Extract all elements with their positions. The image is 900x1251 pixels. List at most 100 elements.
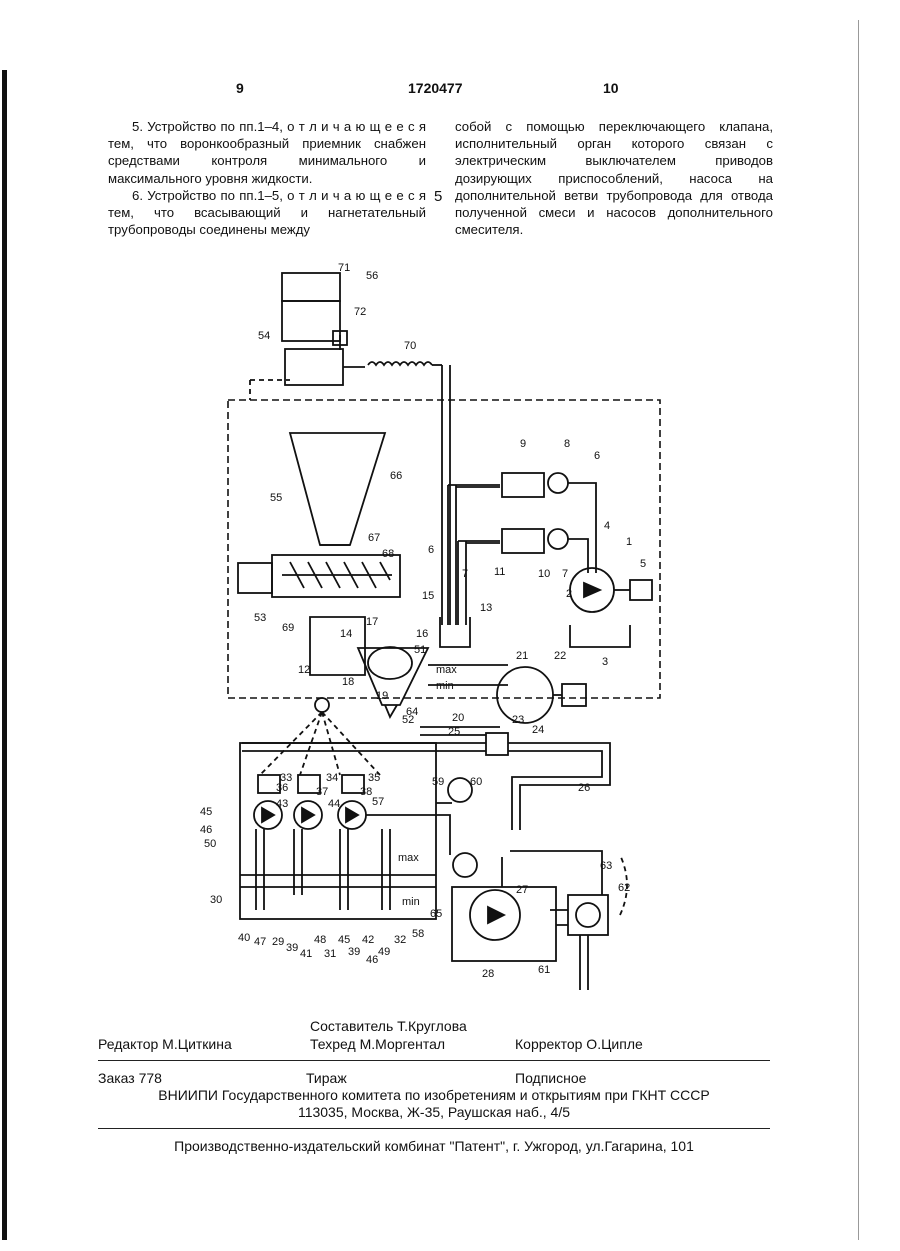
diagram-label: 25 bbox=[448, 726, 460, 738]
subscription: Подписное bbox=[515, 1070, 586, 1086]
diagram-label: 34 bbox=[326, 772, 338, 784]
diagram-label: 46 bbox=[366, 954, 378, 966]
diagram-label: 35 bbox=[368, 772, 380, 784]
mixer-level-min: min bbox=[402, 896, 420, 908]
diagram-label: 56 bbox=[366, 270, 378, 282]
diagram-label: 58 bbox=[412, 928, 424, 940]
diagram-label: 1 bbox=[626, 536, 632, 548]
diagram-label: 11 bbox=[494, 566, 505, 578]
techred-credit: Техред М.Моргентал bbox=[310, 1036, 445, 1052]
patent-schematic-drawing: 71 56 72 54 70 66 55 67 68 53 69 9 8 6 1… bbox=[190, 255, 670, 995]
diagram-label: 30 bbox=[210, 894, 222, 906]
diagram-label: 57 bbox=[372, 796, 384, 808]
diagram-label: 13 bbox=[480, 602, 492, 614]
editor-credit: Редактор М.Циткина bbox=[98, 1036, 232, 1052]
diagram-label: 38 bbox=[360, 786, 372, 798]
diagram-label: 16 bbox=[416, 628, 428, 640]
diagram-label: 29 bbox=[272, 936, 284, 948]
diagram-label: 12 bbox=[298, 664, 310, 676]
diagram-label: 46 bbox=[200, 824, 212, 836]
circulation: Тираж bbox=[306, 1070, 347, 1086]
claim-6: 6. Устройство по пп.1–5, о т л и ч а ю щ… bbox=[108, 187, 426, 239]
diagram-label: 50 bbox=[204, 838, 216, 850]
scan-edge-left bbox=[2, 70, 7, 1240]
diagram-label: 24 bbox=[532, 724, 544, 736]
diagram-label: 9 bbox=[520, 438, 526, 450]
diagram-label: 17 bbox=[366, 616, 378, 628]
order-number: Заказ 778 bbox=[98, 1070, 162, 1086]
diagram-label: 41 bbox=[300, 948, 312, 960]
diagram-label: 65 bbox=[430, 908, 442, 920]
diagram-label: 44 bbox=[328, 798, 340, 810]
diagram-label: 53 bbox=[254, 612, 266, 624]
diagram-label: 7 bbox=[562, 568, 568, 580]
diagram-label: 37 bbox=[316, 786, 328, 798]
diagram-label: 59 bbox=[432, 776, 444, 788]
diagram-label: 45 bbox=[338, 934, 350, 946]
diagram-label: 7 bbox=[462, 568, 468, 580]
printing-house: Производственно-издательский комбинат "П… bbox=[98, 1138, 770, 1154]
diagram-label: 39 bbox=[286, 942, 298, 954]
diagram-label: 60 bbox=[470, 776, 482, 788]
diagram-label: 27 bbox=[516, 884, 528, 896]
claim-6-continued: собой с помощью переключающего клапана, … bbox=[455, 118, 773, 238]
right-text-column: собой с помощью переключающего клапана, … bbox=[455, 118, 773, 238]
diagram-label: 55 bbox=[270, 492, 282, 504]
diagram-label: 47 bbox=[254, 936, 266, 948]
diagram-label: 39 bbox=[348, 946, 360, 958]
diagram-label: 28 bbox=[482, 968, 494, 980]
level-max-mark: max bbox=[436, 664, 457, 676]
diagram-label: 42 bbox=[362, 934, 374, 946]
diagram-label: 49 bbox=[378, 946, 390, 958]
diagram-label: 18 bbox=[342, 676, 354, 688]
diagram-label: 67 bbox=[368, 532, 380, 544]
line-number-marker: 5 bbox=[434, 188, 442, 205]
diagram-label: 62 bbox=[618, 882, 630, 894]
diagram-label: 10 bbox=[538, 568, 550, 580]
publisher-address: 113035, Москва, Ж-35, Раушская наб., 4/5 bbox=[98, 1104, 770, 1120]
divider-top bbox=[98, 1060, 770, 1061]
diagram-label: 20 bbox=[452, 712, 464, 724]
diagram-label: 15 bbox=[422, 590, 434, 602]
page-number-right: 10 bbox=[603, 80, 619, 96]
page-number-left: 9 bbox=[236, 80, 244, 96]
diagram-label: 45 bbox=[200, 806, 212, 818]
divider-bottom bbox=[98, 1128, 770, 1129]
diagram-label: 2 bbox=[566, 588, 572, 600]
diagram-label: 51 bbox=[414, 644, 426, 656]
diagram-label: 21 bbox=[516, 650, 528, 662]
diagram-label: 31 bbox=[324, 948, 336, 960]
diagram-label: 43 bbox=[276, 798, 288, 810]
left-text-column: 5. Устройство по пп.1–4, о т л и ч а ю щ… bbox=[108, 118, 426, 238]
diagram-label: 68 bbox=[382, 548, 394, 560]
diagram-label: 64 bbox=[406, 706, 418, 718]
diagram-label: 54 bbox=[258, 330, 270, 342]
compiler-credit: Составитель Т.Круглова bbox=[310, 1018, 467, 1034]
level-min-mark: min bbox=[436, 680, 454, 692]
patent-number: 1720477 bbox=[408, 80, 463, 96]
diagram-label: 40 bbox=[238, 932, 250, 944]
diagram-label: 3 bbox=[602, 656, 608, 668]
diagram-label: 70 bbox=[404, 340, 416, 352]
mixer-level-max: max bbox=[398, 852, 419, 864]
diagram-label: 71 bbox=[338, 262, 350, 274]
diagram-label: 22 bbox=[554, 650, 566, 662]
diagram-label: 48 bbox=[314, 934, 326, 946]
diagram-label: 5 bbox=[640, 558, 646, 570]
diagram-label: 6 bbox=[428, 544, 434, 556]
diagram-label: 23 bbox=[512, 714, 524, 726]
diagram-label: 6 bbox=[594, 450, 600, 462]
diagram-label: 32 bbox=[394, 934, 406, 946]
diagram-label: 26 bbox=[578, 782, 590, 794]
diagram-label: 66 bbox=[390, 470, 402, 482]
scan-edge-right bbox=[858, 20, 859, 1240]
diagram-label: 14 bbox=[340, 628, 352, 640]
diagram-label: 61 bbox=[538, 964, 550, 976]
diagram-label: 69 bbox=[282, 622, 294, 634]
claim-5: 5. Устройство по пп.1–4, о т л и ч а ю щ… bbox=[108, 118, 426, 187]
publisher-org: ВНИИПИ Государственного комитета по изоб… bbox=[98, 1087, 770, 1103]
diagram-label: 63 bbox=[600, 860, 612, 872]
diagram-label: 72 bbox=[354, 306, 366, 318]
diagram-label: 8 bbox=[564, 438, 570, 450]
corrector-credit: Корректор О.Ципле bbox=[515, 1036, 643, 1052]
